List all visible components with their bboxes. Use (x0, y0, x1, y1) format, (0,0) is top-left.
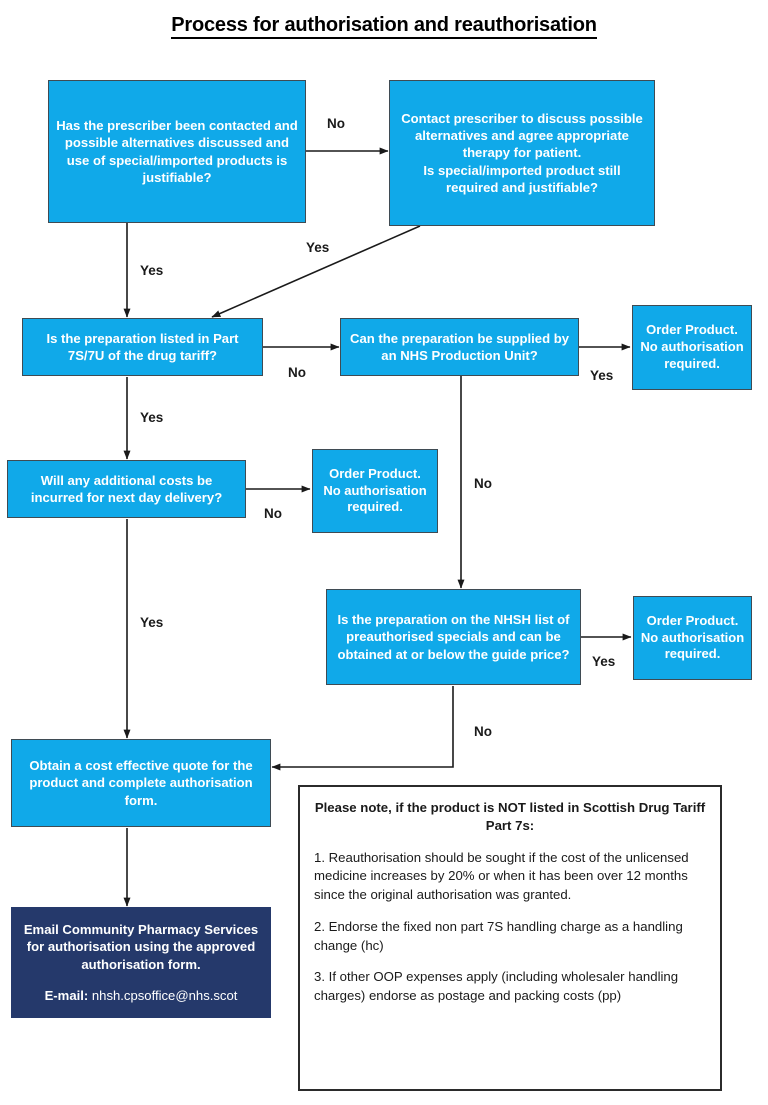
email-label: E-mail: (44, 987, 89, 1003)
edge-label-no-to-order-2: No (264, 506, 282, 521)
node-email-cps[interactable]: Email Community Pharmacy Services for au… (11, 907, 271, 1018)
note-heading: Please note, if the product is NOT liste… (314, 800, 706, 833)
node-contact-prescriber-label: Contact prescriber to discuss possible a… (401, 111, 643, 195)
node-part7s-listed-label: Is the preparation listed in Part 7S/7U … (46, 330, 239, 363)
page-title-text: Process for authorisation and reauthoris… (171, 14, 597, 39)
node-order-product-1[interactable]: Order Product. No authorisation required… (632, 305, 752, 390)
edge-no-back-to-quote (271, 686, 454, 771)
node-order-product-2[interactable]: Order Product. No authorisation required… (312, 449, 438, 533)
edge-label-no-to-production-unit: No (288, 365, 306, 380)
edge-label-yes-diagonal: Yes (306, 240, 330, 255)
edge-label-no-down-to-nhsh: No (474, 476, 492, 491)
note-box: Please note, if the product is NOT liste… (298, 785, 722, 1091)
node-nhs-production-unit-label: Can the preparation be supplied by an NH… (350, 330, 569, 363)
edge-label-yes-down-to-costs: Yes (140, 410, 164, 425)
edge-label-yes-down-to-part7s: Yes (140, 263, 164, 278)
node-order-product-3[interactable]: Order Product. No authorisation required… (633, 596, 752, 680)
node-nhsh-preauthorised-label: Is the preparation on the NHSH list of p… (337, 612, 570, 662)
edge-label-no-back-to-quote: No (474, 724, 492, 739)
note-item-1: 1. Reauthorisation should be sought if t… (314, 849, 689, 903)
edge-label-no-to-contact: No (327, 116, 345, 131)
node-order-product-3-label: Order Product. No authorisation required… (640, 612, 745, 662)
node-prescriber-contacted[interactable]: Has the prescriber been contacted and po… (48, 80, 306, 223)
note-item-2: 2. Endorse the fixed non part 7S handlin… (314, 918, 683, 953)
node-contact-prescriber[interactable]: Contact prescriber to discuss possible a… (389, 80, 655, 226)
node-order-product-2-label: Order Product. No authorisation required… (323, 465, 427, 515)
page-title: Process for authorisation and reauthoris… (0, 14, 768, 39)
node-obtain-quote-label: Obtain a cost effective quote for the pr… (29, 758, 253, 808)
node-nhsh-preauthorised[interactable]: Is the preparation on the NHSH list of p… (326, 589, 581, 685)
edge-label-yes-to-order-1: Yes (590, 368, 614, 383)
email-address: nhsh.cpsoffice@nhs.scot (91, 987, 238, 1003)
node-prescriber-contacted-label: Has the prescriber been contacted and po… (56, 118, 298, 185)
node-additional-costs[interactable]: Will any additional costs be incurred fo… (7, 460, 246, 518)
node-nhs-production-unit[interactable]: Can the preparation be supplied by an NH… (340, 318, 579, 376)
edge-label-yes-down-to-quote: Yes (140, 615, 164, 630)
node-email-cps-label: Email Community Pharmacy Services for au… (23, 922, 259, 972)
node-order-product-1-label: Order Product. No authorisation required… (640, 322, 744, 371)
node-part7s-listed[interactable]: Is the preparation listed in Part 7S/7U … (22, 318, 263, 376)
note-item-3: 3. If other OOP expenses apply (includin… (314, 969, 679, 1004)
edge-label-yes-to-order-3: Yes (592, 654, 616, 669)
email-line: E-mail: nhsh.cpsoffice@nhs.scot (45, 987, 238, 1004)
node-obtain-quote[interactable]: Obtain a cost effective quote for the pr… (11, 739, 271, 827)
node-additional-costs-label: Will any additional costs be incurred fo… (30, 472, 223, 505)
